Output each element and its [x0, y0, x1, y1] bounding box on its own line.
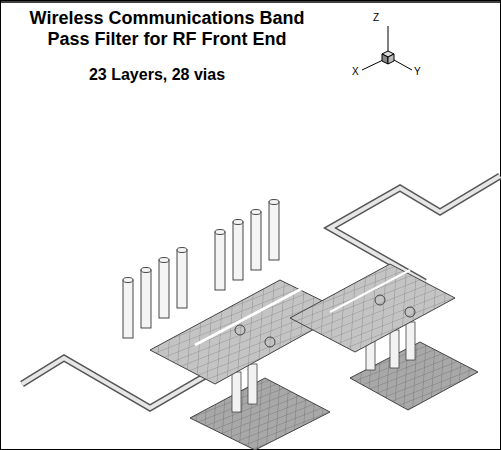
via-top	[159, 258, 169, 263]
resonator-plate	[290, 264, 455, 352]
via	[177, 250, 187, 308]
z-axis	[388, 26, 389, 52]
axis-label: Y	[414, 66, 421, 77]
via-top	[269, 200, 279, 205]
axis-triad	[362, 26, 412, 70]
via	[233, 222, 243, 280]
axis-cube-left	[382, 54, 388, 64]
via	[248, 364, 257, 404]
via-pad	[405, 307, 415, 317]
output-trace	[330, 176, 500, 282]
axis-label: Z	[373, 12, 379, 23]
via	[141, 270, 151, 328]
x-axis	[362, 60, 383, 70]
via	[159, 260, 169, 318]
axis-cube-right	[388, 54, 394, 64]
via	[406, 322, 415, 360]
via	[232, 372, 241, 412]
y-axis	[394, 60, 412, 70]
axis-label: X	[352, 66, 359, 77]
frame-top	[0, 1, 501, 3]
via-pad	[235, 325, 245, 335]
via-pad	[375, 295, 385, 305]
via-top	[251, 210, 261, 215]
tall-vias	[123, 200, 279, 339]
layer-count-note: 23 Layers, 28 vias	[89, 66, 225, 84]
output-trace-fill	[330, 176, 500, 282]
figure-title: Wireless Communications Band Pass Filter…	[22, 8, 312, 50]
via	[251, 212, 261, 270]
via-top	[177, 248, 187, 253]
via	[390, 330, 399, 368]
via	[123, 280, 133, 338]
plate-gap	[195, 287, 305, 345]
lower-plate	[190, 378, 330, 450]
via	[269, 202, 279, 260]
plate-gap	[330, 270, 410, 312]
via-top	[123, 278, 133, 283]
via-top	[233, 220, 243, 225]
via-pad	[265, 337, 275, 347]
via-top	[141, 268, 151, 273]
via-top	[215, 230, 225, 235]
via	[215, 232, 225, 290]
